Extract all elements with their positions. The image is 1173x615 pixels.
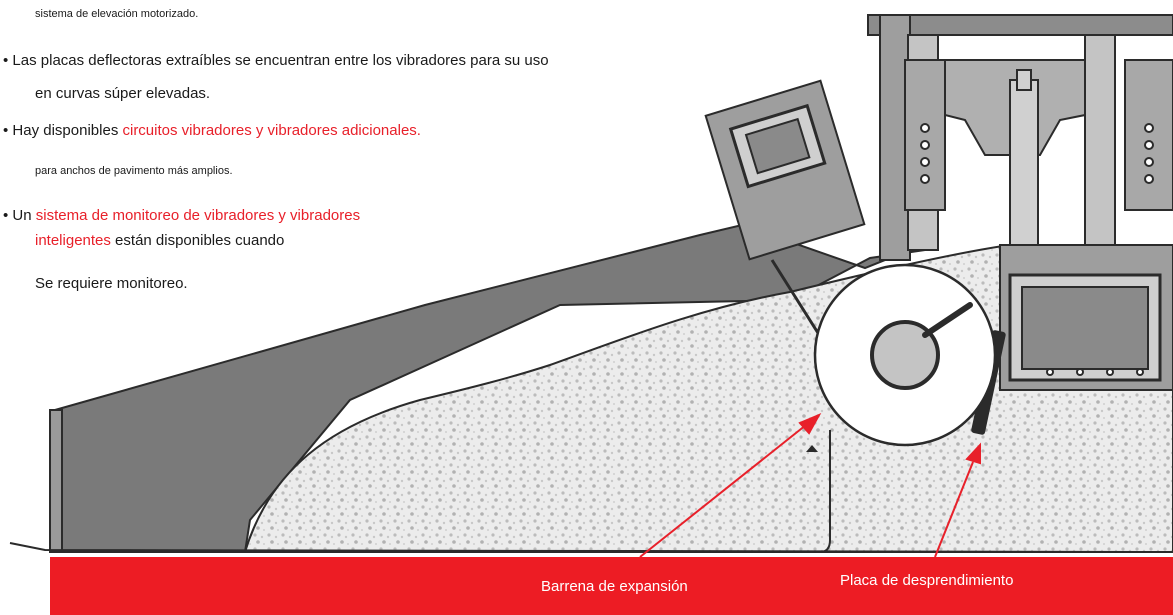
bullet-wider-widths: para anchos de pavimento más amplios. <box>35 165 233 177</box>
base-bar <box>50 557 1173 615</box>
frame-column-right <box>1084 34 1116 251</box>
auger-label: Barrena de expansión <box>541 578 688 595</box>
auger-small-mark <box>806 445 818 452</box>
housing-window <box>1021 286 1149 370</box>
spreading-auger <box>813 263 997 447</box>
bullet-monitoring-cont: inteligentes están disponibles cuando <box>35 233 284 248</box>
bullet-line-motorized-lift: sistema de elevación motorizado. <box>35 8 199 20</box>
hydraulic-rod <box>1016 69 1032 91</box>
bullet-deflector-plates-cont: en curvas súper elevadas. <box>35 85 211 102</box>
bullet-additional-circuits-link[interactable]: circuitos vibradores y vibradores adicio… <box>122 122 421 139</box>
vibrator-module <box>704 79 866 261</box>
strikeoff-callout-arrow <box>934 442 981 558</box>
bullet-monitoring-link[interactable]: sistema de monitoreo de vibradores y vib… <box>35 207 361 224</box>
bullet-monitoring-required: Se requiere monitoreo. <box>35 275 188 292</box>
bullet-monitoring-system: • Un sistema de monitoreo de vibradores … <box>3 208 360 223</box>
frame-side-plate-right <box>1124 59 1173 211</box>
bullet-monitoring-suffix: están disponibles cuando <box>110 232 285 249</box>
bullet-smart-vibrators-link[interactable]: inteligentes <box>35 232 111 249</box>
bullet-additional-circuits: • Hay disponibles circuitos vibradores y… <box>3 123 421 138</box>
bullet-deflector-plates: • Las placas deflectoras extraíbles se e… <box>3 52 549 69</box>
auger-callout-arrow <box>639 412 822 558</box>
frame-top-beam <box>867 14 1173 36</box>
frame-side-plate-left <box>904 59 946 211</box>
strikeoff-label: Placa de desprendimiento <box>840 572 1014 589</box>
bullet-additional-circuits-prefix: • Hay disponibles <box>3 122 123 139</box>
frame-bolt-holes-left <box>920 123 930 184</box>
hopper-plate <box>53 223 926 553</box>
hopper-lip <box>49 409 63 553</box>
bullet-monitoring-prefix: • Un <box>3 207 36 224</box>
housing-bolts <box>1046 368 1144 376</box>
ground-line <box>9 542 1173 553</box>
frame-bolt-holes-right <box>1144 123 1154 184</box>
